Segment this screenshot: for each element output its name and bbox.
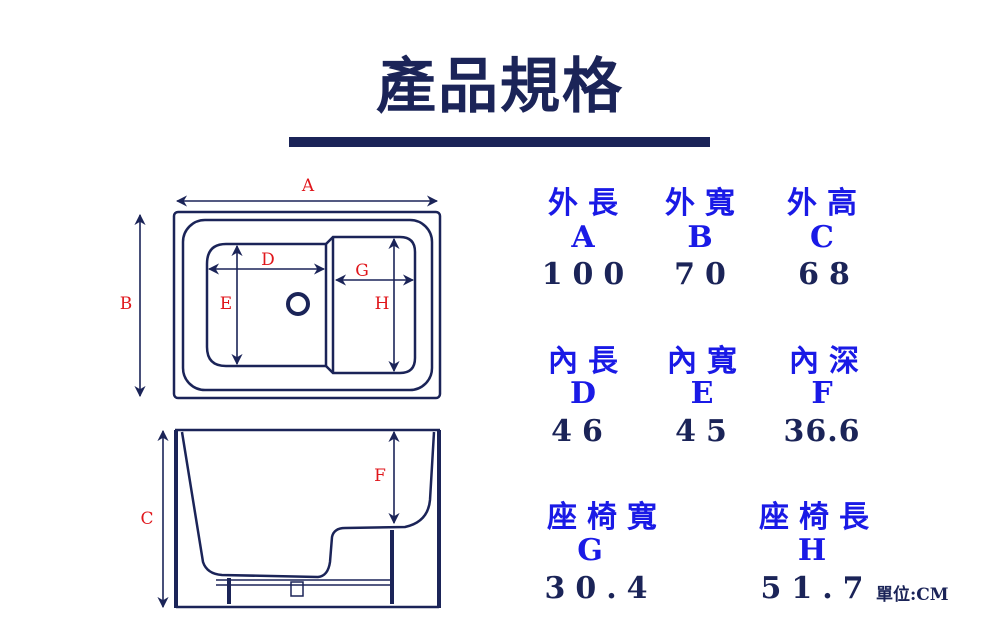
spec-value: 70 [674,257,736,292]
dimension-labels: A B C D E F G H [120,176,390,529]
spec-letter: A [571,220,595,255]
spec-value: 30.4 [544,571,658,606]
spec-value: 100 [541,257,635,292]
label-e: E [220,294,232,314]
spec-name: 外寬 [665,186,745,221]
page-title: 產品規格 [376,52,624,122]
label-f: F [374,466,386,486]
spec-letter: E [690,376,714,411]
spec-letter: D [569,376,597,411]
label-a: A [301,176,315,196]
spec-value: 51.7 [760,571,874,606]
title-underline [289,137,710,147]
spec-value: 36.6 [783,414,861,449]
drain-icon [286,292,310,316]
label-d: D [261,250,275,270]
spec-letter: G [577,533,603,568]
label-h: H [375,294,390,314]
spec-name: 內寬 [667,344,747,379]
spec-name: 座椅長 [759,500,879,535]
label-b: B [120,294,133,314]
spec-value: 46 [551,414,613,449]
spec-value: 45 [675,414,737,449]
spec-name: 內長 [548,344,628,379]
top-view [172,210,442,400]
spec-letter: B [687,220,713,255]
spec-letter: F [811,376,833,411]
spec-name: 內深 [789,344,869,379]
label-g: G [355,261,369,281]
dimension-arrows [134,195,439,609]
unit-note: 單位:CM [876,585,949,605]
spec-name: 外高 [787,186,867,221]
spec-name: 座椅寬 [547,500,667,535]
side-view [174,428,441,609]
spec-value: 68 [798,257,860,292]
spec-letter: H [797,533,827,568]
label-c: C [140,509,153,529]
spec-letter: C [810,220,834,255]
spec-name: 外長 [548,186,628,221]
